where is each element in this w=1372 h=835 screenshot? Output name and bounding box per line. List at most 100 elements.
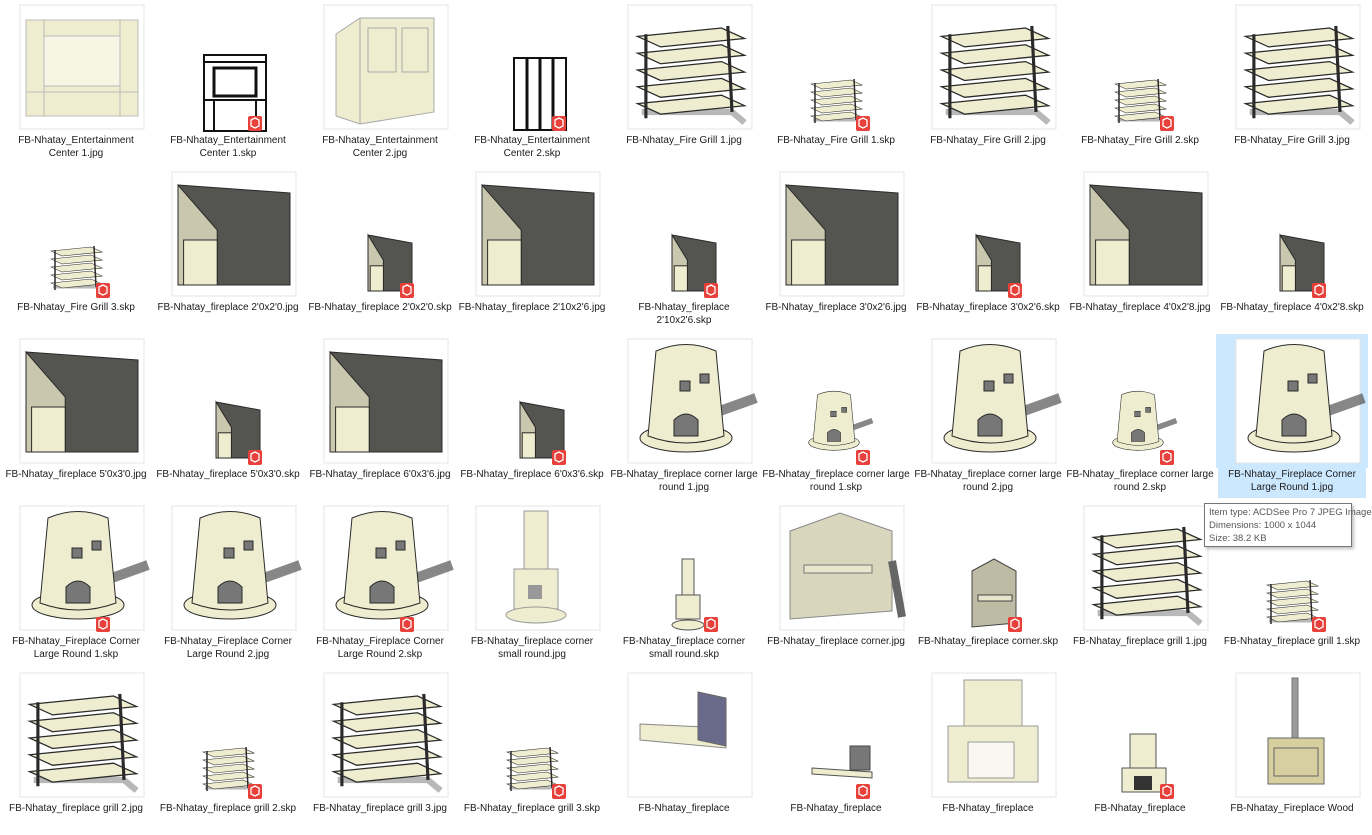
file-name[interactable]: FB-Nhatay_fireplace 3'0x2'6.jpg [765, 302, 907, 313]
file-item[interactable]: FB-Nhatay_fireplace 3'0x2'6.skp [912, 167, 1064, 334]
file-thumbnail[interactable] [760, 167, 912, 301]
file-item[interactable]: FB-Nhatay_fireplace corner.skp [912, 501, 1064, 668]
file-thumbnail[interactable] [0, 0, 152, 134]
file-item[interactable]: FB-Nhatay_fireplace 4'0x2'8.jpg [1064, 167, 1216, 334]
file-thumbnail[interactable] [0, 501, 152, 635]
file-item[interactable]: FB-Nhatay_fireplace grill 3.skp [456, 668, 608, 835]
file-name[interactable]: FB-Nhatay_fireplace 6'0x3'6.jpg [309, 469, 451, 480]
file-item[interactable]: FB-Nhatay_fireplace 4'0x2'8.skp [1216, 167, 1368, 334]
file-item[interactable]: FB-Nhatay_fireplace 5'0x3'0.jpg [0, 334, 152, 501]
file-item[interactable]: FB-Nhatay_fireplace corner.jpg [760, 501, 912, 668]
file-name[interactable]: FB-Nhatay_fireplace corner.jpg [767, 636, 905, 647]
file-thumbnail[interactable] [304, 501, 456, 635]
file-item[interactable]: FB-Nhatay_fireplace grill 3.jpg [304, 668, 456, 835]
file-name[interactable]: FB-Nhatay_Fire Grill 1.skp [777, 135, 895, 146]
file-thumbnail[interactable] [152, 0, 304, 134]
file-thumbnail[interactable] [456, 334, 608, 468]
file-item[interactable]: FB-Nhatay_fireplace grill 2.skp [152, 668, 304, 835]
file-thumbnail[interactable] [912, 167, 1064, 301]
file-item[interactable]: FB-Nhatay_Fireplace Wood [1216, 668, 1368, 835]
file-name[interactable]: FB-Nhatay_fireplace corner small round.j… [470, 636, 594, 660]
file-thumbnail[interactable] [456, 668, 608, 802]
file-item[interactable]: FB-Nhatay_fireplace grill 2.jpg [0, 668, 152, 835]
file-item[interactable]: FB-Nhatay_fireplace corner large round 2… [912, 334, 1064, 501]
file-name[interactable]: FB-Nhatay_fireplace 4'0x2'8.jpg [1069, 302, 1211, 313]
file-name[interactable]: FB-Nhatay_fireplace grill 2.jpg [9, 803, 143, 814]
file-thumbnail[interactable] [304, 0, 456, 134]
file-name[interactable]: FB-Nhatay_fireplace grill 1.skp [1223, 636, 1361, 647]
file-name[interactable]: FB-Nhatay_fireplace 2'0x2'0.skp [308, 302, 452, 313]
file-thumbnail[interactable] [456, 167, 608, 301]
file-name[interactable]: FB-Nhatay_fireplace grill 3.jpg [313, 803, 447, 814]
file-thumbnail[interactable] [1216, 668, 1368, 802]
file-name[interactable]: FB-Nhatay_Fireplace Corner Large Round 2… [316, 636, 444, 660]
file-item[interactable]: FB-Nhatay_Fire Grill 2.jpg [912, 0, 1064, 167]
file-name[interactable]: FB-Nhatay_fireplace 4'0x2'8.skp [1220, 302, 1364, 313]
file-name[interactable]: FB-Nhatay_fireplace corner.skp [917, 636, 1059, 647]
file-item[interactable]: FB-Nhatay_fireplace [1064, 668, 1216, 835]
file-item[interactable]: FB-Nhatay_Entertainment Center 2.jpg [304, 0, 456, 167]
file-thumbnail[interactable] [152, 668, 304, 802]
file-item[interactable]: FB-Nhatay_fireplace 2'10x2'6.skp [608, 167, 760, 334]
file-name[interactable]: FB-Nhatay_fireplace corner large round 2… [1066, 469, 1214, 493]
file-name[interactable]: FB-Nhatay_fireplace 5'0x3'0.skp [156, 469, 300, 480]
file-name[interactable]: FB-Nhatay_fireplace grill 3.skp [463, 803, 601, 814]
file-thumbnail[interactable] [0, 334, 152, 468]
file-thumbnail[interactable] [1216, 334, 1368, 468]
file-thumbnail[interactable] [1216, 0, 1368, 134]
file-thumbnail[interactable] [760, 0, 912, 134]
file-item[interactable]: FB-Nhatay_fireplace corner small round.s… [608, 501, 760, 668]
file-thumbnail[interactable] [456, 0, 608, 134]
file-item[interactable]: FB-Nhatay_fireplace 6'0x3'6.skp [456, 334, 608, 501]
file-item[interactable]: FB-Nhatay_fireplace corner small round.j… [456, 501, 608, 668]
file-thumbnail[interactable] [304, 668, 456, 802]
file-name[interactable]: FB-Nhatay_Entertainment Center 1.skp [170, 135, 286, 159]
file-thumbnail[interactable] [760, 668, 912, 802]
file-name[interactable]: FB-Nhatay_fireplace 5'0x3'0.jpg [5, 469, 147, 480]
file-item[interactable]: FB-Nhatay_Fire Grill 3.skp [0, 167, 152, 334]
file-thumbnail[interactable] [0, 668, 152, 802]
file-thumbnail[interactable] [1064, 668, 1216, 802]
file-thumbnail[interactable] [1064, 501, 1216, 635]
file-thumbnail[interactable] [608, 334, 760, 468]
file-name[interactable]: FB-Nhatay_fireplace 6'0x3'6.skp [460, 469, 604, 480]
file-thumbnail[interactable] [912, 0, 1064, 134]
file-item[interactable]: FB-Nhatay_fireplace corner large round 1… [760, 334, 912, 501]
file-item[interactable]: FB-Nhatay_Entertainment Center 2.skp [456, 0, 608, 167]
file-item[interactable]: FB-Nhatay_fireplace 5'0x3'0.skp [152, 334, 304, 501]
file-item[interactable]: FB-Nhatay_Fireplace Corner Large Round 1… [1216, 334, 1368, 501]
file-thumbnail[interactable] [1216, 501, 1368, 635]
file-name[interactable]: FB-Nhatay_fireplace 2'10x2'6.jpg [458, 302, 606, 313]
file-name[interactable]: FB-Nhatay_fireplace grill 1.jpg [1073, 636, 1207, 647]
file-thumbnail[interactable] [0, 167, 152, 301]
file-item[interactable]: FB-Nhatay_fireplace 2'0x2'0.skp [304, 167, 456, 334]
file-item[interactable]: FB-Nhatay_Entertainment Center 1.jpg [0, 0, 152, 167]
file-item[interactable]: FB-Nhatay_Fireplace Corner Large Round 2… [304, 501, 456, 668]
file-item[interactable]: FB-Nhatay_fireplace grill 1.jpg [1064, 501, 1216, 668]
file-item[interactable]: FB-Nhatay_Fire Grill 2.skp [1064, 0, 1216, 167]
file-name[interactable]: FB-Nhatay_fireplace corner large round 1… [762, 469, 910, 493]
file-item[interactable]: FB-Nhatay_fireplace corner large round 1… [608, 334, 760, 501]
file-name[interactable]: FB-Nhatay_fireplace 2'0x2'0.jpg [157, 302, 299, 313]
file-item[interactable]: FB-Nhatay_Fire Grill 3.jpg [1216, 0, 1368, 167]
file-name[interactable]: FB-Nhatay_Fire Grill 2.jpg [930, 135, 1046, 146]
file-item[interactable]: FB-Nhatay_fireplace [912, 668, 1064, 835]
file-thumbnail[interactable] [152, 334, 304, 468]
file-thumbnail[interactable] [1064, 334, 1216, 468]
file-thumbnail[interactable] [152, 167, 304, 301]
file-item[interactable]: FB-Nhatay_Entertainment Center 1.skp [152, 0, 304, 167]
file-name[interactable]: FB-Nhatay_Fire Grill 2.skp [1081, 135, 1199, 146]
file-thumbnail[interactable] [912, 501, 1064, 635]
file-thumbnail[interactable] [608, 0, 760, 134]
file-name[interactable]: FB-Nhatay_Entertainment Center 2.jpg [322, 135, 438, 159]
file-name[interactable]: FB-Nhatay_Fire Grill 1.jpg [626, 135, 742, 146]
file-thumbnail[interactable] [608, 501, 760, 635]
file-name[interactable]: FB-Nhatay_fireplace [790, 803, 882, 814]
file-thumbnail[interactable] [912, 334, 1064, 468]
file-thumbnail[interactable] [304, 167, 456, 301]
file-name[interactable]: FB-Nhatay_Fire Grill 3.skp [17, 302, 135, 313]
file-name[interactable]: FB-Nhatay_Fire Grill 3.jpg [1234, 135, 1350, 146]
file-name[interactable]: FB-Nhatay_fireplace grill 2.skp [159, 803, 297, 814]
file-name[interactable]: FB-Nhatay_fireplace corner large round 1… [610, 469, 758, 493]
file-thumbnail[interactable] [152, 501, 304, 635]
